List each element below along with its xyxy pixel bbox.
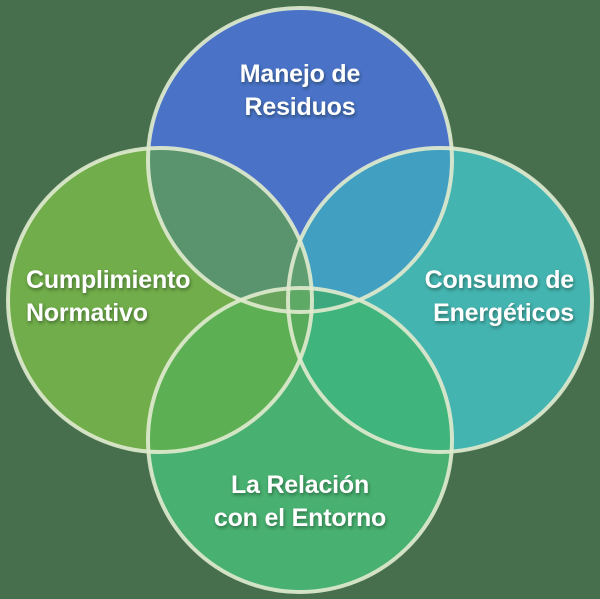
top-circle-label-line1: Manejo de [239, 60, 361, 88]
left-circle-label-line2: Normativo [26, 299, 148, 327]
bottom-circle-label-line1: La Relación [230, 471, 370, 499]
bottom-circle-outline [146, 286, 454, 594]
left-circle-label-line1: Cumplimiento [26, 266, 191, 294]
right-circle-label: Consumo de Energéticos [370, 264, 575, 330]
top-circle-label: Manejo de Residuos [150, 58, 450, 124]
right-circle-outline [286, 146, 594, 454]
right-circle-label-line1: Consumo de [424, 266, 575, 294]
right-circle-label-line2: Energéticos [433, 299, 574, 327]
left-circle-outline [6, 146, 314, 454]
bottom-circle-label-line2: con el Entorno [213, 504, 387, 532]
top-circle-outline [146, 6, 454, 314]
top-circle-label-line2: Residuos [244, 93, 356, 121]
bottom-circle-label: La Relación con el Entorno [150, 469, 450, 535]
left-circle-label: Cumplimiento Normativo [26, 264, 256, 330]
